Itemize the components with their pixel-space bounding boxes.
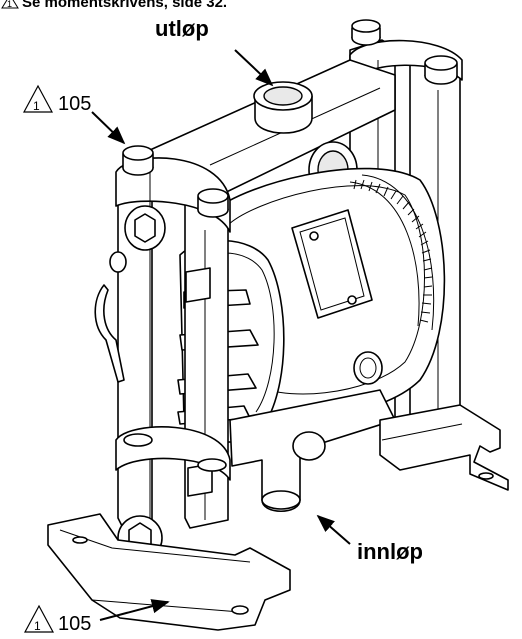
header-note-text: Se momentskrivens, side 32. — [22, 0, 227, 11]
strap — [94, 251, 127, 383]
ref-top-number: 105 — [58, 93, 91, 115]
inlet-label: innløp — [357, 539, 423, 564]
inlet-elbow — [229, 389, 396, 512]
ref-top-callout: 1 105 — [22, 84, 126, 145]
pointer-arrow-icon — [99, 599, 170, 621]
svg-text:1: 1 — [34, 619, 41, 633]
outlet-label: utløp — [155, 16, 209, 41]
warning-triangle-icon: 1 — [22, 84, 54, 113]
svg-text:1: 1 — [7, 0, 12, 9]
inlet-callout: innløp — [316, 514, 423, 564]
outlet-manifold — [149, 59, 396, 201]
svg-text:1: 1 — [33, 99, 40, 113]
outlet-callout: utløp — [155, 16, 274, 87]
warning-triangle-icon: 1 — [23, 604, 55, 633]
ref-bottom-callout: 1 105 — [23, 599, 170, 635]
front-foot — [47, 513, 291, 631]
pointer-arrow-icon — [91, 111, 126, 145]
ref-bottom-number: 105 — [58, 613, 91, 635]
ribbed-ring — [349, 174, 435, 331]
warning-triangle-icon: 1 — [1, 0, 19, 9]
pump-illustration — [47, 19, 509, 631]
left-column — [115, 145, 231, 561]
pointer-arrow-icon — [316, 514, 351, 545]
header-note: 1 Se momentskrivens, side 32. — [1, 0, 227, 11]
pointer-arrow-icon — [234, 49, 274, 87]
rear-foot — [379, 404, 509, 491]
